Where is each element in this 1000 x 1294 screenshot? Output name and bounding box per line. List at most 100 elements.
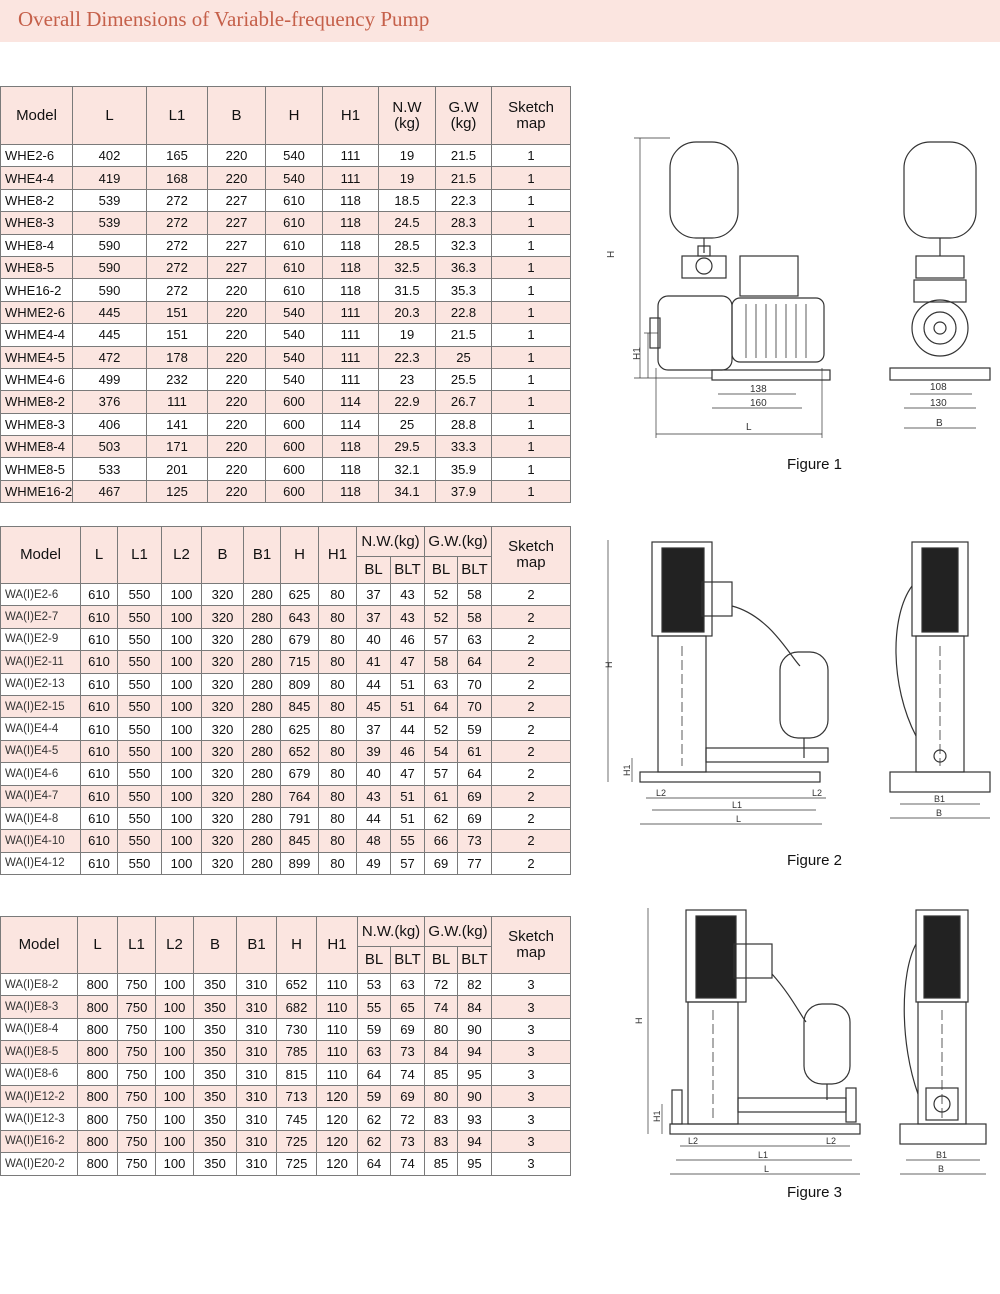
table-cell: 227	[207, 211, 266, 235]
table-cell: 280	[243, 829, 281, 853]
table-cell: 2	[491, 694, 572, 719]
table-cell: 750	[117, 1129, 156, 1154]
table-cell: 74	[390, 1152, 425, 1176]
table-cell: 320	[201, 605, 244, 629]
table-cell: 610	[265, 255, 323, 280]
figure-1-caption: Figure 1	[787, 456, 843, 473]
table2-col-nw: N.W.(kg)	[356, 526, 425, 557]
controller-box	[701, 581, 733, 617]
table-cell: 100	[161, 806, 202, 831]
table-cell: 550	[117, 851, 162, 876]
table-cell: 800	[77, 1084, 118, 1109]
model-cell: WA(I)E16-2	[0, 1129, 78, 1154]
model-cell: WA(I)E12-3	[0, 1107, 78, 1131]
table-cell: 310	[236, 1017, 277, 1042]
model-cell: WHME16-2	[0, 479, 73, 504]
controller-box	[733, 943, 773, 979]
table-cell: 280	[243, 672, 281, 696]
table-cell: 111	[322, 300, 379, 325]
table-cell: 19	[378, 166, 436, 190]
model-cell: WHE4-4	[0, 166, 73, 190]
figure-2-drawing: H H1 L2 L2 L1 L B1 B	[600, 536, 1000, 830]
table2-subheader-row: BL BLT BL BLT	[1, 556, 571, 584]
table-cell: 125	[146, 479, 208, 504]
table-cell: 730	[276, 1017, 317, 1042]
table-cell: 745	[276, 1107, 317, 1131]
valve-block	[681, 255, 727, 279]
table-cell: 1	[491, 143, 571, 168]
table-cell: 43	[390, 605, 425, 629]
model-cell: WA(I)E2-15	[0, 694, 81, 719]
table-cell: 18.5	[378, 188, 436, 213]
table1-col-gw: G.W (kg)	[435, 86, 492, 145]
table-cell: 47	[390, 650, 425, 674]
table-cell: 445	[72, 323, 147, 347]
table-cell: 350	[193, 1107, 237, 1131]
table-cell: 100	[161, 762, 202, 786]
table-cell: 550	[117, 829, 162, 853]
model-cell: WHME8-5	[0, 457, 73, 481]
table-cell: 111	[322, 166, 379, 190]
table-cell: 2	[491, 806, 572, 831]
table-cell: 280	[243, 784, 281, 808]
table-cell: 64	[357, 1062, 391, 1086]
table3-col-model: Model	[0, 916, 78, 974]
table-cell: 320	[201, 650, 244, 674]
table-cell: 220	[207, 367, 266, 392]
table-cell: 110	[316, 1062, 358, 1086]
table-cell: 35.9	[435, 457, 492, 481]
table-cell: 550	[117, 806, 162, 831]
table-cell: 750	[117, 1152, 156, 1176]
table-cell: 37	[356, 717, 391, 741]
table-cell: 64	[456, 650, 493, 674]
model-cell: WA(I)E20-2	[0, 1152, 78, 1176]
table-cell: 59	[357, 1084, 391, 1109]
table-cell: 310	[236, 1129, 277, 1154]
table3-col-h: H	[276, 916, 317, 974]
table-cell: 73	[390, 1040, 425, 1064]
table-cell: 320	[201, 739, 244, 764]
table-cell: 63	[424, 672, 458, 696]
table2-sub-gw-bl: BL	[424, 556, 458, 584]
model-cell: WHME8-3	[0, 412, 73, 437]
table-cell: 118	[322, 233, 379, 257]
table-cell: 310	[236, 1107, 277, 1131]
table-cell: 58	[456, 582, 493, 607]
table-cell: 118	[322, 211, 379, 235]
table-cell: 53	[357, 972, 391, 997]
table-cell: 29.5	[378, 435, 436, 459]
table-cell: 220	[207, 435, 266, 459]
table-cell: 310	[236, 972, 277, 997]
table-cell: 32.5	[378, 255, 436, 280]
table-cell: 467	[72, 479, 147, 504]
table-cell: 2	[491, 739, 572, 764]
table-cell: 111	[322, 345, 379, 369]
table-cell: 713	[276, 1084, 317, 1109]
figure-2-caption: Figure 2	[787, 852, 843, 869]
table-cell: 280	[243, 806, 281, 831]
table-cell: 46	[390, 739, 425, 764]
table-cell: 24.5	[378, 211, 436, 235]
table-cell: 74	[424, 995, 458, 1019]
table2-col-h: H	[280, 526, 319, 584]
table-cell: 3	[491, 995, 572, 1019]
table-cell: 25	[378, 412, 436, 437]
table-cell: 590	[72, 233, 147, 257]
model-cell: WHE8-2	[0, 188, 73, 213]
table-cell: 3	[491, 1129, 572, 1154]
table-cell: 652	[280, 739, 319, 764]
table-cell: 785	[276, 1040, 317, 1064]
